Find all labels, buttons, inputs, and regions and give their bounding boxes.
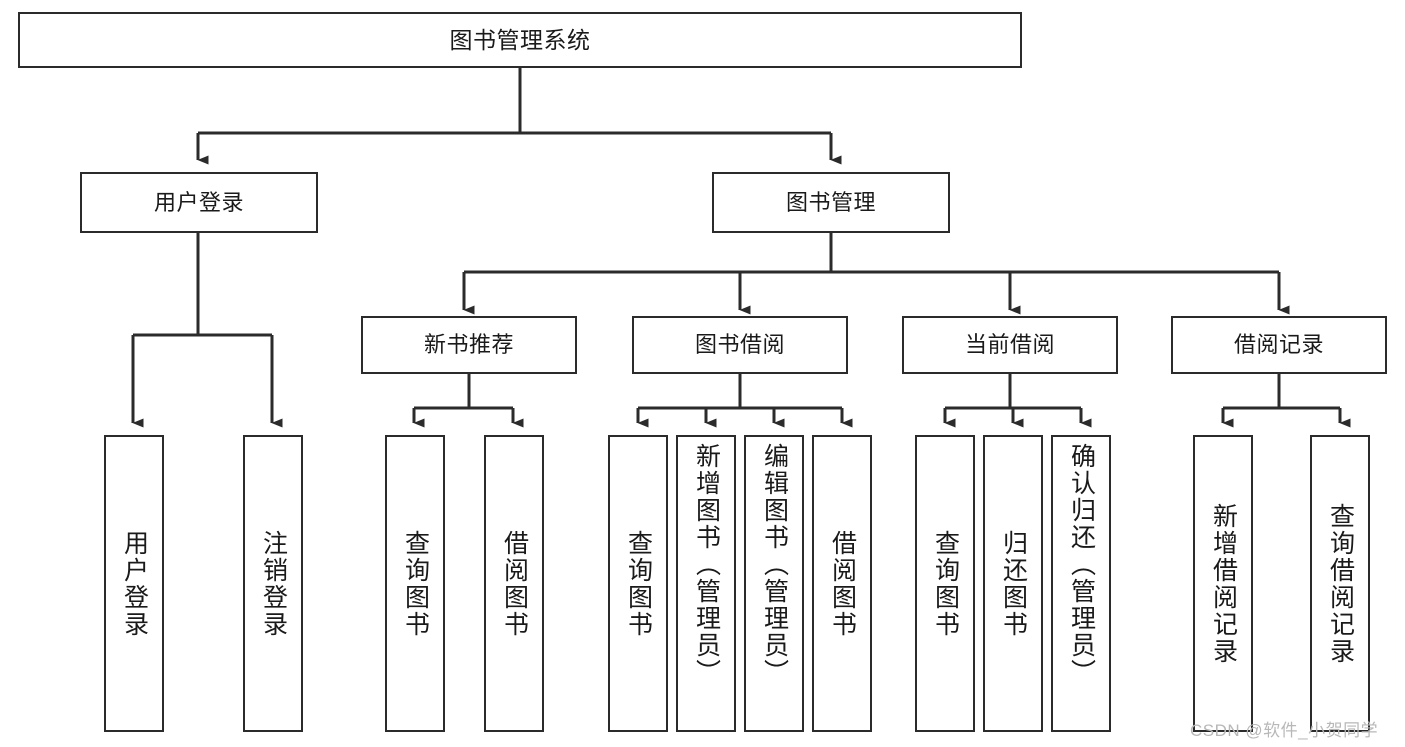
- node-leaf-edit-book[interactable]: 编辑图书（管理员）: [744, 435, 804, 732]
- node-leaf-confirm-return[interactable]: 确认归还（管理员）: [1051, 435, 1111, 732]
- node-new-book-recommend[interactable]: 新书推荐: [361, 316, 577, 374]
- node-user-login[interactable]: 用户登录: [80, 172, 318, 233]
- node-leaf-query-record[interactable]: 查询借阅记录: [1310, 435, 1370, 732]
- node-leaf-query-book-2[interactable]: 查询图书: [608, 435, 668, 732]
- node-leaf-logout-login-label: 注销登录: [259, 529, 288, 638]
- node-current-borrow[interactable]: 当前借阅: [902, 316, 1118, 374]
- node-leaf-add-book[interactable]: 新增图书（管理员）: [676, 435, 736, 732]
- node-root[interactable]: 图书管理系统: [18, 12, 1022, 68]
- node-leaf-add-record[interactable]: 新增借阅记录: [1193, 435, 1253, 732]
- node-leaf-query-record-label: 查询借阅记录: [1326, 502, 1355, 665]
- node-leaf-logout-login[interactable]: 注销登录: [243, 435, 303, 732]
- node-borrow-record[interactable]: 借阅记录: [1171, 316, 1387, 374]
- node-book-management-label: 图书管理: [785, 189, 876, 215]
- node-leaf-borrow-book-1[interactable]: 借阅图书: [484, 435, 544, 732]
- node-leaf-return-book-label: 归还图书: [999, 529, 1028, 638]
- node-leaf-borrow-book-1-label: 借阅图书: [500, 529, 529, 638]
- node-leaf-edit-book-label: 编辑图书（管理员）: [760, 443, 789, 686]
- node-new-book-recommend-label: 新书推荐: [423, 332, 514, 357]
- node-leaf-query-book-1[interactable]: 查询图书: [385, 435, 445, 732]
- node-book-borrow[interactable]: 图书借阅: [632, 316, 848, 374]
- node-leaf-borrow-book-2[interactable]: 借阅图书: [812, 435, 872, 732]
- node-leaf-borrow-book-2-label: 借阅图书: [828, 529, 857, 638]
- node-leaf-query-book-3-label: 查询图书: [931, 529, 960, 638]
- node-leaf-add-record-label: 新增借阅记录: [1209, 502, 1238, 665]
- node-leaf-query-book-2-label: 查询图书: [624, 529, 653, 638]
- node-leaf-return-book[interactable]: 归还图书: [983, 435, 1043, 732]
- node-user-login-label: 用户登录: [153, 189, 244, 215]
- node-root-label: 图书管理系统: [449, 26, 591, 53]
- node-book-borrow-label: 图书借阅: [694, 332, 785, 357]
- node-leaf-query-book-1-label: 查询图书: [401, 529, 430, 638]
- node-leaf-confirm-return-label: 确认归还（管理员）: [1067, 443, 1096, 686]
- node-leaf-user-login[interactable]: 用户登录: [104, 435, 164, 732]
- node-borrow-record-label: 借阅记录: [1233, 332, 1324, 357]
- node-leaf-user-login-label: 用户登录: [120, 529, 149, 638]
- node-leaf-query-book-3[interactable]: 查询图书: [915, 435, 975, 732]
- node-leaf-add-book-label: 新增图书（管理员）: [692, 443, 721, 686]
- node-book-management[interactable]: 图书管理: [712, 172, 950, 233]
- node-current-borrow-label: 当前借阅: [964, 332, 1055, 357]
